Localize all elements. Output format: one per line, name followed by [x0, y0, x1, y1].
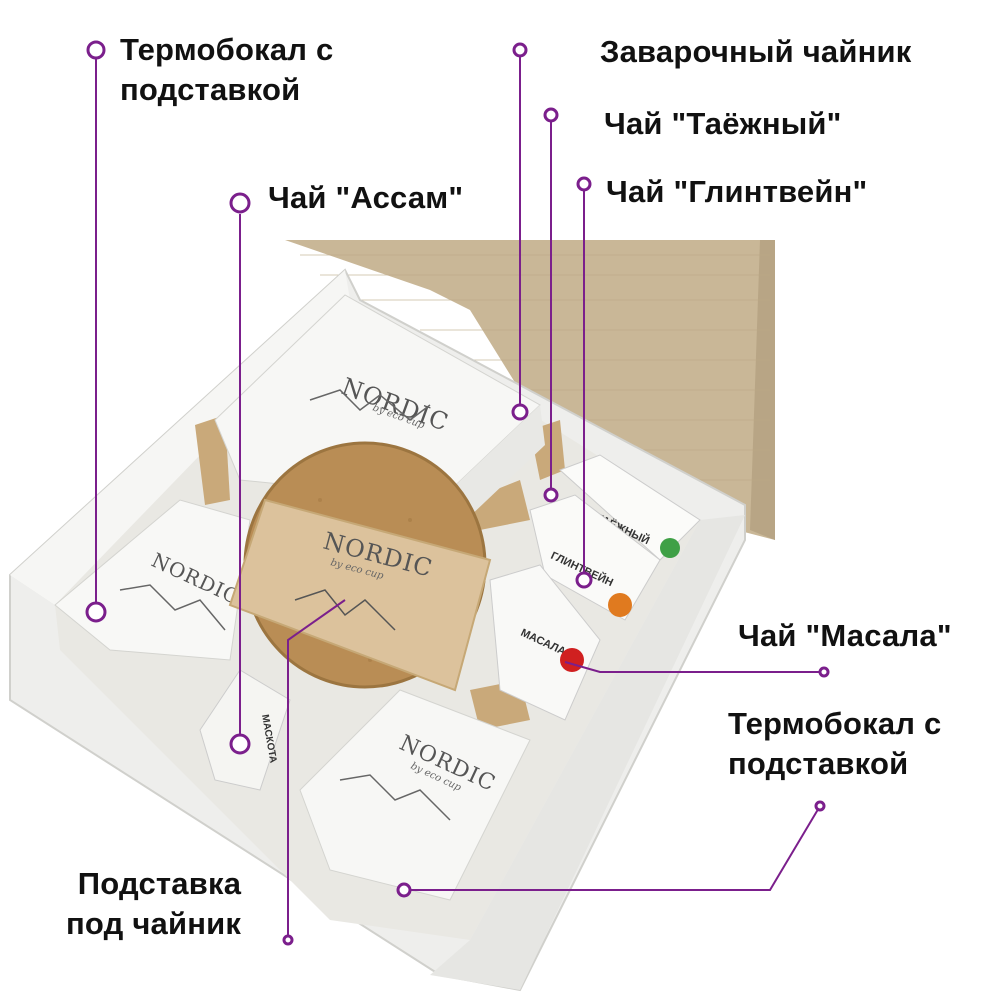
label-thermo-bottom-line1: Термобокал с: [728, 706, 942, 741]
label-thermo-top: Термобокал с подставкой: [120, 30, 333, 110]
callout-dots: [85, 40, 830, 946]
dot-mulled-end: [575, 571, 593, 589]
dot-thermo-bottom-end: [396, 882, 412, 898]
dot-thermo-top-start: [86, 40, 106, 60]
dot-mulled-start: [576, 176, 592, 192]
label-stand: Подставка под чайник: [66, 864, 241, 944]
dot-masala-start: [818, 666, 830, 678]
label-thermo-top-line2: подставкой: [120, 72, 301, 107]
dot-taiga-end: [543, 487, 559, 503]
tea-pack-assam: МАСКОТА: [199, 669, 291, 791]
tea-pack-mulled: ГЛИНТВЕЙН: [529, 494, 661, 621]
dot-thermo-top-end: [85, 601, 107, 623]
label-assam: Чай "Ассам": [268, 180, 464, 215]
label-mulled: Чай "Глинтвейн": [606, 174, 868, 209]
dot-stand-start: [282, 934, 294, 946]
dot-teapot-end: [511, 403, 529, 421]
callout-lines: [95, 50, 824, 940]
lid-texture: [300, 254, 770, 481]
dot-taiga-start: [543, 107, 559, 123]
dot-assam-end: [229, 733, 251, 755]
label-stand-line2: под чайник: [66, 906, 242, 941]
label-masala: Чай "Масала": [738, 618, 952, 653]
label-thermo-bottom: Термобокал с подставкой: [728, 704, 941, 784]
label-stand-line1: Подставка: [77, 866, 242, 901]
label-taiga: Чай "Таёжный": [604, 106, 842, 141]
label-thermo-bottom-line2: подставкой: [728, 746, 909, 781]
box-front-wall: [430, 515, 745, 990]
label-thermo-top-line1: Термобокал с: [120, 32, 334, 67]
dot-teapot-start: [512, 42, 528, 58]
kraft-band: [228, 498, 492, 692]
dot-assam-start: [229, 192, 251, 214]
thermo-box-bottom: NORDIC by eco cup: [299, 689, 531, 901]
dot-thermo-bottom-start: [814, 800, 826, 812]
label-teapot: Заварочный чайник: [600, 34, 912, 69]
thermo-box-left: NORDIC: [54, 499, 251, 661]
